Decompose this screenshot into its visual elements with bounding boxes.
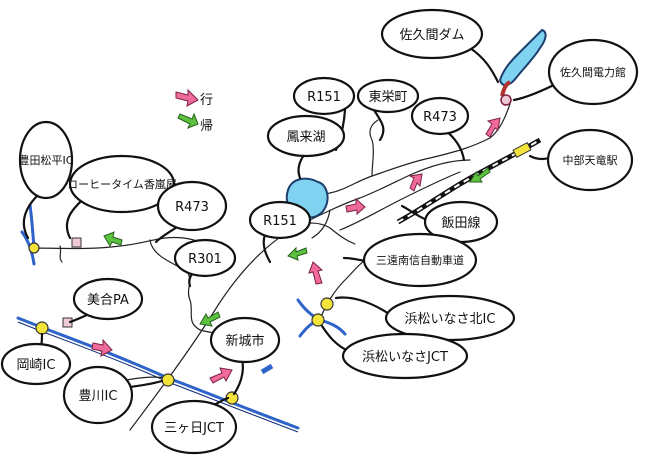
legend-return-arrow-icon: [177, 112, 199, 129]
callout-r473-west: R473: [156, 180, 228, 232]
label-mikkabi-jct: 三ヶ日JCT: [164, 421, 224, 436]
legend-go-arrow-icon: [175, 88, 199, 107]
callout-shinshiro: 新城市: [209, 316, 281, 364]
label-toei-town: 東栄町: [368, 89, 407, 105]
shin-tomei-west: [20, 203, 36, 266]
r301-road: [129, 197, 361, 431]
return-arrow-icon: [199, 311, 221, 327]
sakuma-dam-marker: [500, 94, 512, 106]
label-inasa-jct: 浜松いなさJCT: [362, 350, 448, 365]
callout-coffee-time: コーヒータイム香嵐屋: [67, 154, 177, 214]
label-sakuma-power-station: 佐久間電力館: [560, 65, 626, 79]
label-sakuma-dam: 佐久間ダム: [399, 28, 464, 43]
label-r151-north: R151: [307, 90, 341, 105]
label-r473-east: R473: [423, 110, 457, 125]
toyota-matsudaira-ic-marker: [28, 242, 40, 254]
label-inasa-kita-ic: 浜松いなさ北IC: [405, 312, 496, 327]
road-network-west: [29, 236, 216, 251]
go-arrow-icon: [308, 261, 324, 285]
callout-r151-north: R151: [292, 76, 356, 116]
callout-inasa-jct: 浜松いなさJCT: [341, 332, 469, 380]
label-r473-west: R473: [175, 200, 209, 215]
legend-go-label: 行: [200, 93, 213, 108]
label-shinshiro: 新城市: [225, 333, 264, 349]
callout-sakuma-power-station: 佐久間電力館: [547, 38, 639, 106]
callout-mikawa-pa: 美合PA: [72, 277, 144, 321]
label-toyokawa-ic: 豊川IC: [79, 389, 118, 404]
callout-toei-town: 東栄町: [356, 78, 420, 114]
label-sanen-nanshin: 三遠南信自動車道: [376, 253, 464, 267]
label-okazaki-ic: 岡崎IC: [17, 358, 56, 373]
okazaki-ic-marker: [35, 321, 49, 335]
go-arrow-icon: [345, 197, 366, 216]
mikawa-pa-marker: [62, 317, 73, 328]
hamamatsu-inasa-jct-marker: [311, 313, 325, 327]
go-arrow-icon: [485, 117, 501, 138]
label-toyota-matsudaira-ic: 豊田松平IC: [19, 153, 74, 167]
go-arrows: [91, 117, 501, 384]
label-coffee-time: コーヒータイム香嵐屋: [67, 178, 177, 191]
return-arrow-icon: [287, 246, 308, 261]
callout-horaiko: 鳳来湖: [266, 114, 346, 158]
legend-return-label: 帰: [200, 118, 213, 134]
label-iida-line: 飯田線: [441, 215, 480, 231]
callout-toyota-matsudaira-ic: 豊田松平IC: [19, 120, 74, 200]
callout-r473-east: R473: [410, 96, 470, 136]
return-arrow-icon: [469, 167, 491, 183]
label-r301: R301: [188, 252, 222, 267]
go-arrow-icon: [91, 338, 113, 357]
callout-chubu-tenryu-station: 中部天竜駅: [546, 128, 634, 192]
callout-r151-south: R151: [248, 200, 312, 240]
shinshiro-marker: [260, 363, 274, 375]
label-horaiko: 鳳来湖: [286, 130, 325, 145]
return-arrows: [103, 167, 491, 327]
hamamatsu-inasa-kita-ic-marker: [320, 297, 334, 311]
label-mikawa-pa: 美合PA: [87, 293, 129, 308]
legend: 行 帰: [175, 88, 213, 134]
callout-okazaki-ic: 岡崎IC: [0, 342, 72, 386]
go-arrow-icon: [408, 173, 423, 192]
label-chubu-tenryu-station: 中部天竜駅: [563, 153, 618, 167]
go-arrow-icon: [209, 367, 233, 384]
coffee-time-marker: [71, 237, 82, 248]
callout-toyokawa-ic: 豊川IC: [62, 365, 134, 425]
ic-markers: [28, 237, 334, 405]
iida-railway: [396, 137, 542, 225]
callout-iida-line: 飯田線: [423, 200, 499, 244]
chubu-tenryu-station-marker: [512, 142, 532, 158]
callout-sanen-nanshin: 三遠南信自動車道: [362, 232, 478, 288]
sakuma-dam-lake: [498, 28, 547, 86]
callout-r301: R301: [173, 238, 237, 278]
callout-mikkabi-jct: 三ヶ日JCT: [150, 399, 238, 455]
label-r151-south: R151: [263, 214, 297, 229]
return-arrow-icon: [103, 231, 123, 248]
toyokawa-ic-marker: [161, 373, 175, 387]
callout-sakuma-dam: 佐久間ダム: [380, 8, 484, 60]
